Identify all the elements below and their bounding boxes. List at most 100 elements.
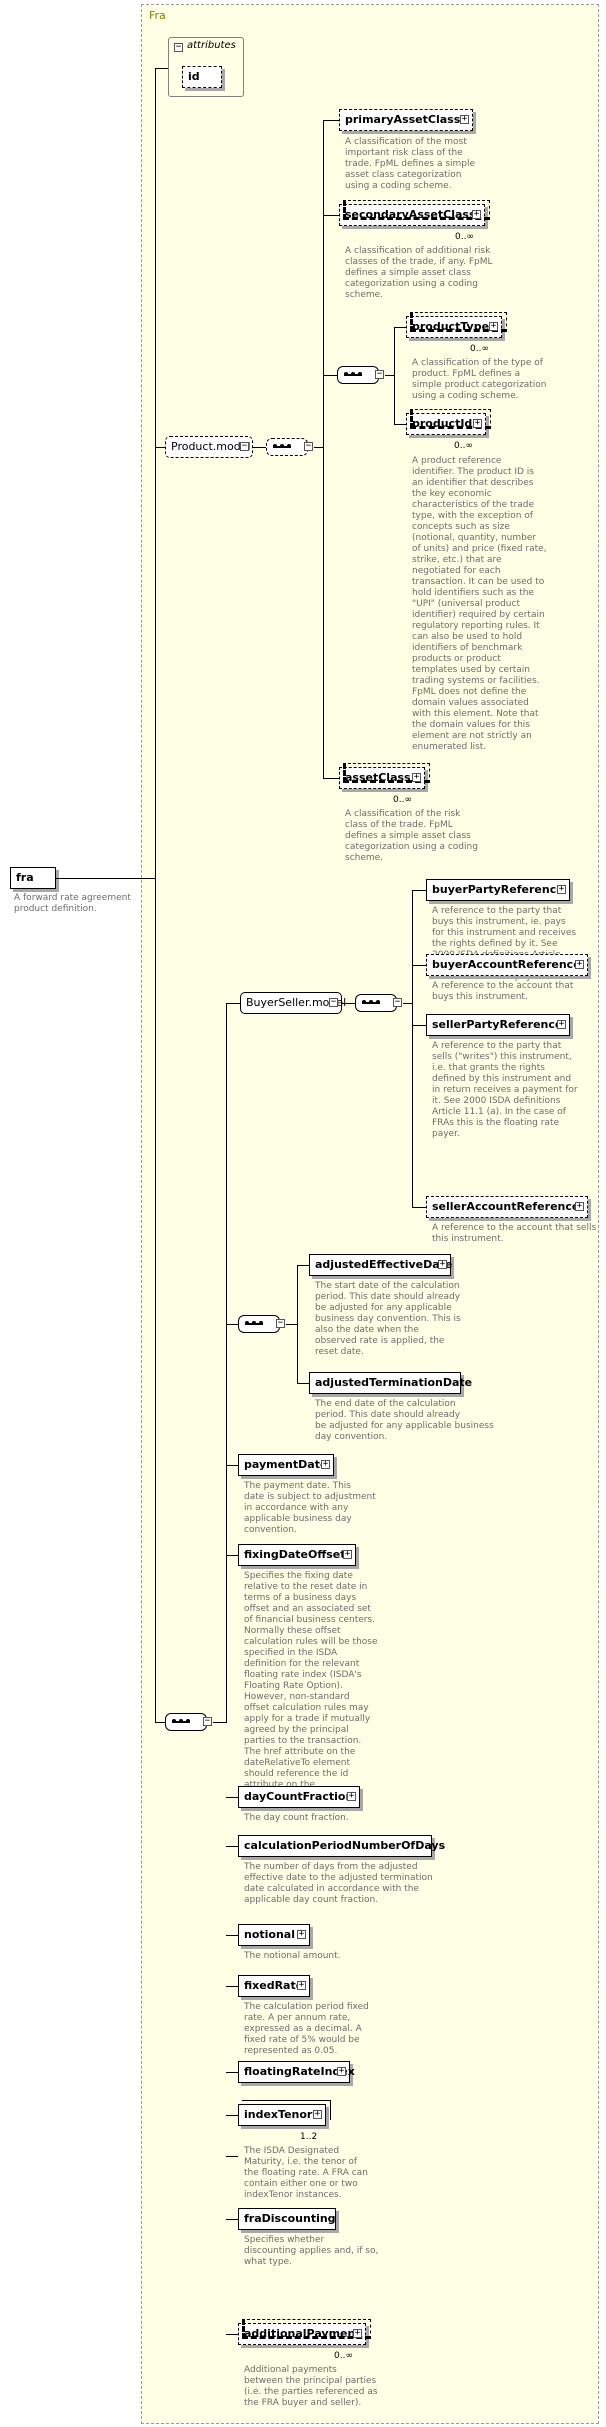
element-label: calculationPeriodNumberOfDays bbox=[244, 1839, 446, 1852]
occurrence-label: 1..2 bbox=[300, 2132, 318, 2142]
element-label: secondaryAssetClass bbox=[345, 208, 476, 221]
expand-icon[interactable]: + bbox=[557, 1019, 566, 1029]
collapse-icon[interactable]: − bbox=[304, 441, 313, 451]
expand-icon[interactable]: + bbox=[489, 321, 498, 331]
sequence-product[interactable]: − bbox=[266, 438, 313, 456]
collapse-icon[interactable]: − bbox=[393, 997, 402, 1007]
element-description: A reference to the account that sells th… bbox=[432, 1223, 597, 1244]
element-label: buyerAccountReference bbox=[432, 958, 581, 971]
expand-icon[interactable]: + bbox=[412, 772, 421, 782]
element-description: A reference to the account that buys thi… bbox=[432, 981, 574, 1002]
expand-icon[interactable]: + bbox=[575, 959, 584, 969]
expand-icon[interactable]: + bbox=[353, 2328, 362, 2338]
element-label: productId bbox=[412, 417, 473, 430]
sequence-buyerseller[interactable]: − bbox=[355, 994, 402, 1012]
element-fradiscounting[interactable]: fraDiscounting bbox=[238, 2208, 336, 2230]
sequence-product-type-id[interactable]: − bbox=[337, 366, 384, 384]
element-adjustedeffectivedate[interactable]: adjustedEffectiveDate+ bbox=[309, 1254, 453, 1276]
expand-icon[interactable]: + bbox=[347, 1791, 356, 1801]
sequence-fra[interactable]: − bbox=[165, 1713, 212, 1731]
occurrence-label: 0..∞ bbox=[454, 441, 473, 451]
element-label: assetClass bbox=[345, 771, 411, 784]
element-buyerpartyreference[interactable]: buyerPartyReference+ bbox=[426, 879, 570, 901]
element-label: indexTenor bbox=[244, 2108, 313, 2121]
element-primaryassetclass[interactable]: primaryAssetClass+ bbox=[339, 109, 473, 131]
element-description: The calculation period fixed rate. A per… bbox=[244, 2002, 369, 2056]
group-product-model-label: Product.model bbox=[171, 440, 251, 453]
element-label: dayCountFraction bbox=[244, 1790, 354, 1803]
expand-icon[interactable]: + bbox=[472, 209, 481, 219]
root-element-fra[interactable]: fra bbox=[10, 867, 56, 889]
expand-icon[interactable]: + bbox=[557, 884, 566, 894]
element-additionalpayment[interactable]: additionalPayment+ bbox=[238, 2319, 371, 2345]
expand-icon[interactable]: + bbox=[297, 1929, 306, 1939]
expand-icon[interactable]: + bbox=[321, 1459, 330, 1469]
group-buyerseller-model[interactable]: BuyerSeller.model− bbox=[240, 992, 346, 1014]
collapse-icon[interactable]: − bbox=[375, 369, 384, 379]
expand-icon[interactable]: − bbox=[240, 441, 249, 451]
element-label: adjustedTerminationDate bbox=[315, 1376, 473, 1389]
element-fixingdateoffset[interactable]: fixingDateOffset+ bbox=[238, 1544, 356, 1566]
collapse-icon[interactable]: − bbox=[203, 1716, 212, 1726]
element-description: A classification of the risk class of th… bbox=[345, 809, 478, 863]
element-label: notional bbox=[244, 1928, 295, 1941]
group-buyerseller-model-label: BuyerSeller.model bbox=[246, 996, 347, 1009]
collapse-icon[interactable]: − bbox=[174, 42, 183, 52]
element-secondaryassetclass[interactable]: secondaryAssetClass+ bbox=[339, 200, 490, 226]
attribute-id[interactable]: id bbox=[182, 66, 222, 88]
expand-icon[interactable]: + bbox=[337, 2066, 346, 2076]
element-description: The start date of the calculation period… bbox=[315, 1281, 461, 1357]
complex-type-label: Fra bbox=[149, 9, 166, 22]
occurrence-label: 0..∞ bbox=[455, 232, 474, 242]
element-buyeraccountreference[interactable]: buyerAccountReference+ bbox=[426, 954, 588, 976]
expand-icon[interactable]: + bbox=[343, 1549, 352, 1559]
expand-icon[interactable]: + bbox=[297, 1980, 306, 1990]
element-description: The day count fraction. bbox=[244, 1813, 349, 1823]
expand-icon[interactable]: + bbox=[473, 418, 482, 428]
element-assetclass[interactable]: assetClass+ bbox=[339, 763, 430, 789]
element-description: The ISDA Designated Maturity, i.e. the t… bbox=[244, 2146, 368, 2200]
element-label: buyerPartyReference bbox=[432, 883, 564, 896]
element-label: additionalPayment bbox=[244, 2327, 361, 2340]
expand-icon[interactable]: + bbox=[438, 1259, 447, 1269]
element-floatingrateindex[interactable]: floatingRateIndex+ bbox=[238, 2061, 355, 2083]
expand-icon[interactable]: + bbox=[313, 2109, 322, 2119]
element-description: Additional payments between the principa… bbox=[244, 2365, 378, 2408]
root-element-description: A forward rate agreement product definit… bbox=[14, 893, 131, 914]
element-label: sellerAccountReference bbox=[432, 1200, 580, 1213]
element-producttype[interactable]: productType+ bbox=[406, 312, 507, 338]
expand-icon[interactable]: + bbox=[575, 1201, 584, 1211]
element-label: productType bbox=[412, 320, 490, 333]
element-adjustedterminationdate[interactable]: adjustedTerminationDate bbox=[309, 1372, 472, 1394]
element-daycountfraction[interactable]: dayCountFraction+ bbox=[238, 1786, 360, 1808]
element-description: The payment date. This date is subject t… bbox=[244, 1481, 376, 1535]
element-notional[interactable]: notional+ bbox=[238, 1924, 310, 1946]
element-description: Specifies whether discounting applies an… bbox=[244, 2235, 379, 2267]
element-description: A product reference identifier. The prod… bbox=[412, 456, 547, 752]
expand-icon[interactable]: + bbox=[460, 114, 469, 124]
element-description: The notional amount. bbox=[244, 1951, 341, 1961]
sequence-dates[interactable]: − bbox=[238, 1315, 285, 1333]
collapse-icon[interactable]: − bbox=[276, 1318, 285, 1328]
element-description: A reference to the party that buys this … bbox=[432, 906, 577, 982]
element-sellerpartyreference[interactable]: sellerPartyReference+ bbox=[426, 1014, 570, 1036]
element-paymentdate[interactable]: paymentDate+ bbox=[238, 1454, 334, 1476]
element-label: floatingRateIndex bbox=[244, 2065, 355, 2078]
element-description: A classification of the most important r… bbox=[345, 137, 476, 191]
occurrence-label: 0..∞ bbox=[334, 2351, 353, 2361]
occurrence-label: 0..∞ bbox=[470, 344, 489, 354]
element-calculationperiodnumberofdays[interactable]: calculationPeriodNumberOfDays bbox=[238, 1835, 445, 1857]
element-description: Specifies the fixing date relative to th… bbox=[244, 1571, 378, 1812]
element-selleraccountreference[interactable]: sellerAccountReference+ bbox=[426, 1196, 588, 1218]
group-product-model[interactable]: Product.model− bbox=[165, 436, 253, 458]
element-label: adjustedEffectiveDate bbox=[315, 1258, 453, 1271]
element-indextenor[interactable]: indexTenor+ bbox=[238, 2100, 331, 2126]
expand-icon[interactable]: − bbox=[329, 997, 338, 1007]
element-productid[interactable]: productId+ bbox=[406, 409, 491, 435]
element-fixedrate[interactable]: fixedRate+ bbox=[238, 1975, 310, 1997]
element-description: A classification of the type of product.… bbox=[412, 358, 547, 401]
element-description: A classification of additional risk clas… bbox=[345, 246, 493, 300]
element-description: The end date of the calculation period. … bbox=[315, 1399, 494, 1442]
element-label: sellerPartyReference bbox=[432, 1018, 563, 1031]
